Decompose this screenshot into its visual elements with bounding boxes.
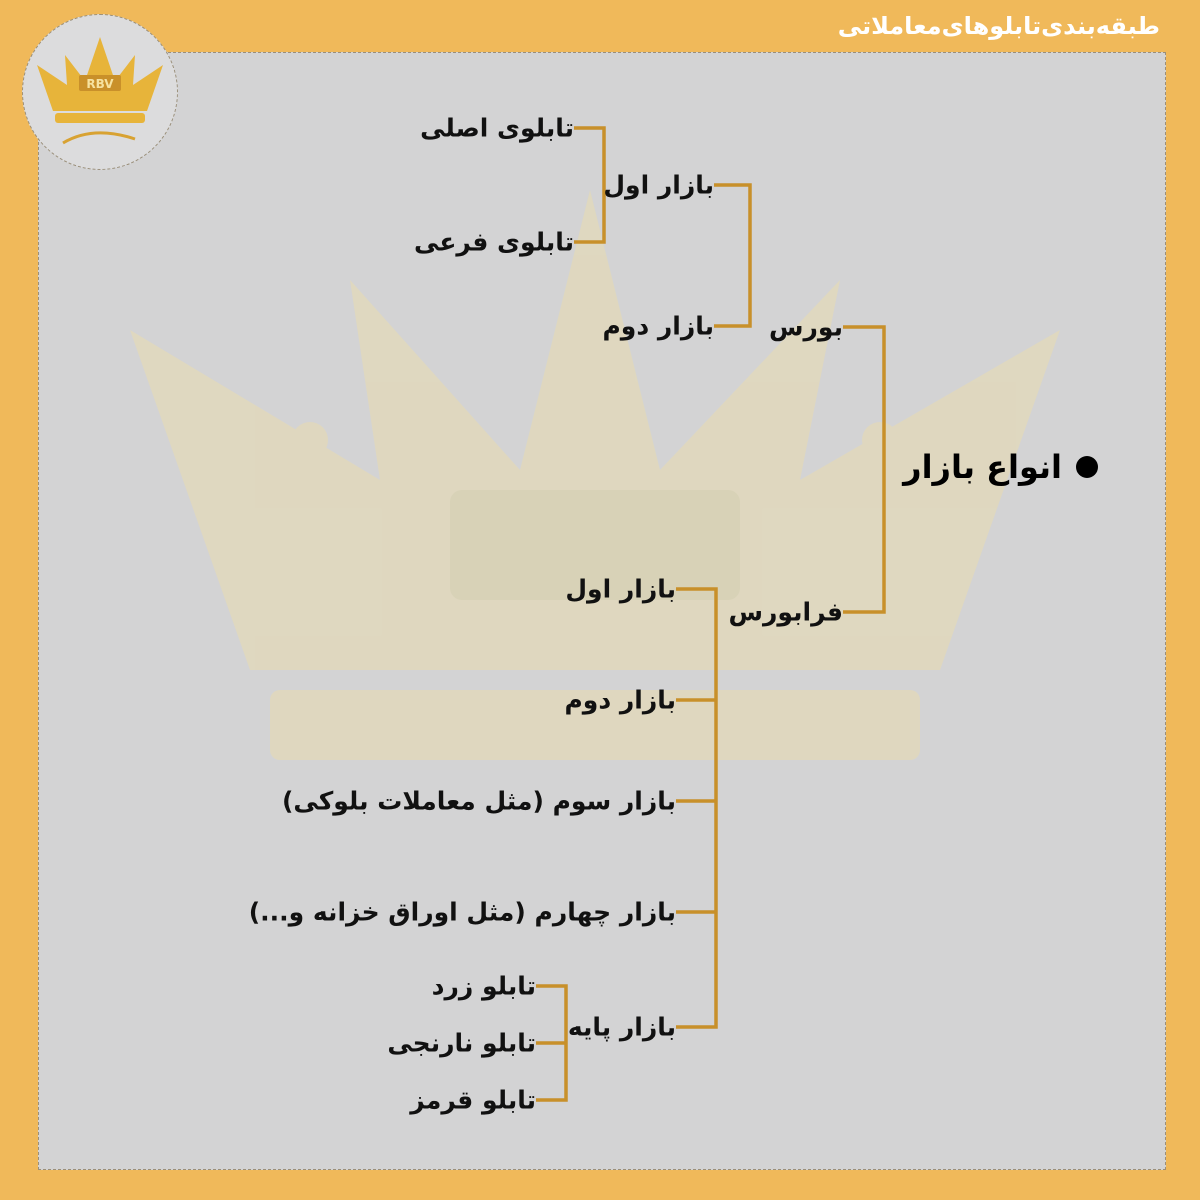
node-fara-fourth-market: بازار چهارم (مثل اوراق خزانه و...): [248, 897, 676, 927]
node-bourse-first-market: بازار اول: [603, 170, 714, 200]
node-farabourse: فرابورس: [728, 597, 843, 627]
page-title: طبقه‌بندی‌تابلوهای‌معاملاتی: [837, 12, 1161, 40]
node-fara-third-market: بازار سوم (مثل معاملات بلوکی): [281, 786, 676, 816]
node-red-board: تابلو قرمز: [410, 1085, 536, 1115]
node-orange-board: تابلو نارنجی: [387, 1028, 536, 1058]
node-main-board: تابلوی اصلی: [420, 113, 574, 143]
svg-text:RBV: RBV: [86, 77, 114, 91]
root-label: انواع بازار: [903, 448, 1062, 486]
bullet-dot-icon: [1076, 456, 1098, 478]
node-bourse: بورس: [769, 312, 843, 342]
node-fara-base-market: بازار پایه: [567, 1012, 676, 1042]
node-fara-second-market: بازار دوم: [564, 685, 676, 715]
node-bourse-second-market: بازار دوم: [602, 311, 714, 341]
node-yellow-board: تابلو زرد: [431, 971, 536, 1001]
logo-badge: RBV: [22, 14, 178, 170]
node-sub-board: تابلوی فرعی: [414, 227, 574, 257]
root-node: انواع بازار: [903, 448, 1098, 486]
node-fara-first-market: بازار اول: [565, 574, 676, 604]
crown-logo-icon: RBV: [37, 37, 163, 145]
